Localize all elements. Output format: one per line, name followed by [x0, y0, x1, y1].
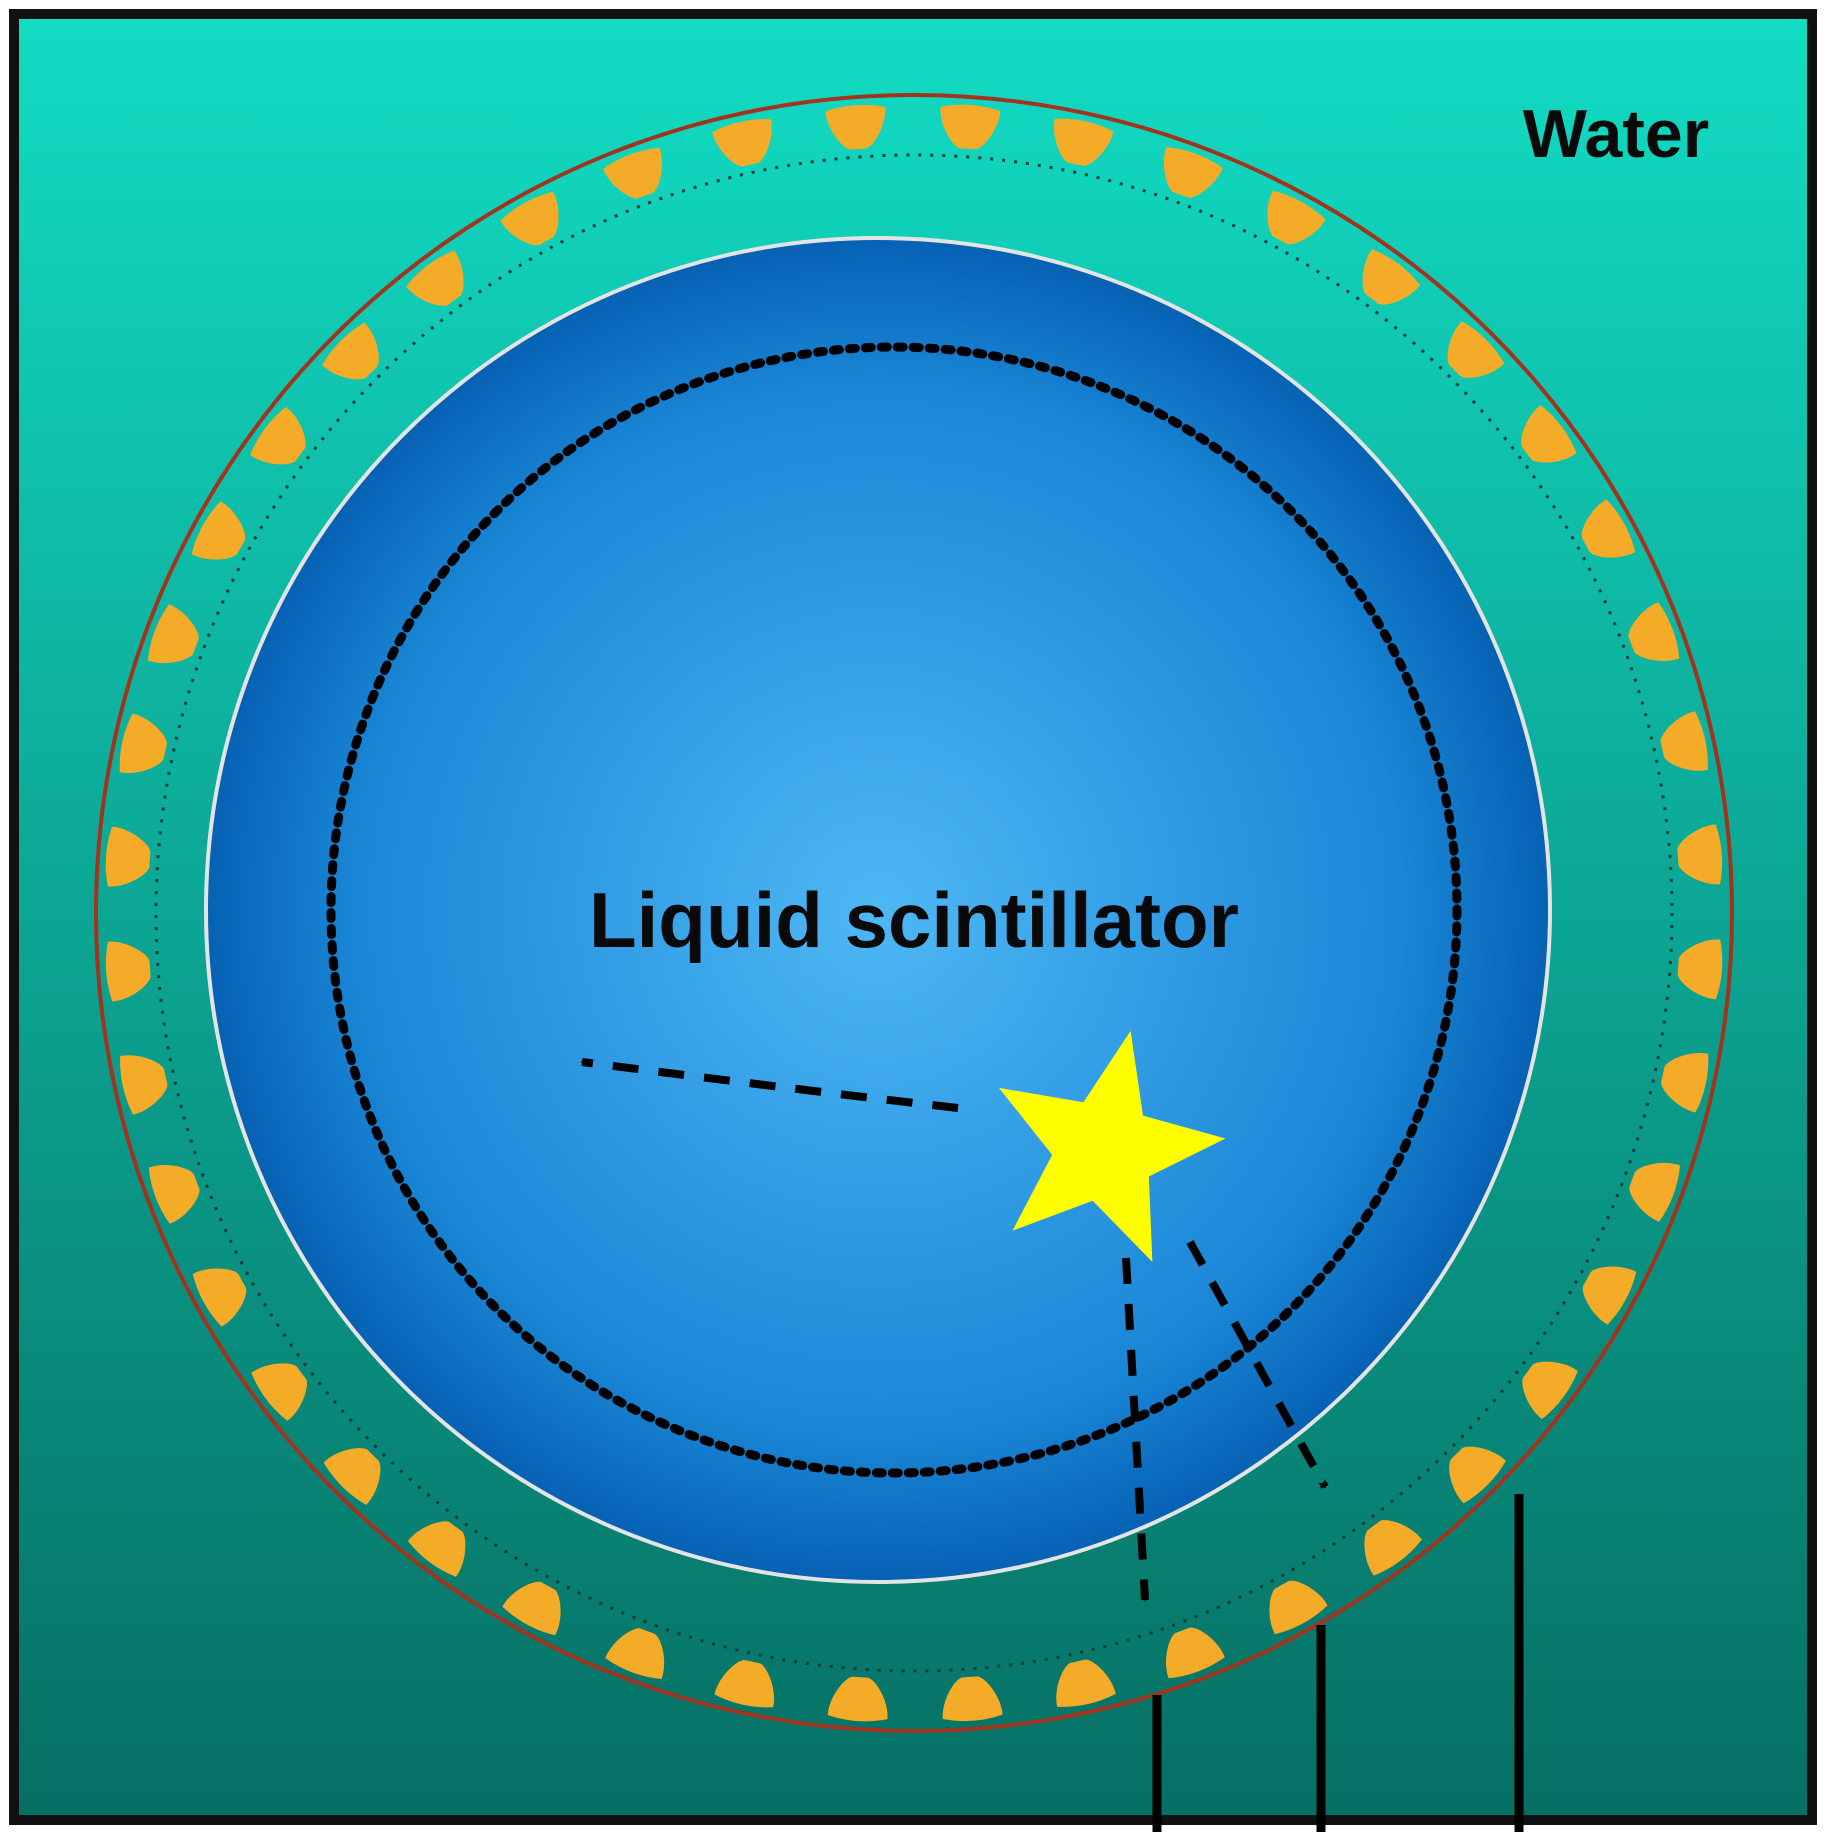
- pmt-icon: [322, 322, 379, 380]
- pmt-icon: [1267, 190, 1326, 245]
- pmt-icon: [1521, 405, 1577, 463]
- pmt-icon: [1582, 1266, 1637, 1325]
- outer-vessel-circle: [94, 93, 1734, 1733]
- pmt-icon: [1661, 1053, 1709, 1113]
- pmt-icon: [105, 826, 151, 887]
- pmt-icon: [1362, 249, 1421, 305]
- pmt-icon: [1056, 1659, 1116, 1707]
- pmt-array: [105, 104, 1723, 1722]
- pmt-icon: [714, 1660, 774, 1708]
- pmt-icon: [148, 1165, 200, 1224]
- pmt-icon: [323, 1448, 381, 1505]
- pmt-icon: [1677, 824, 1723, 885]
- pmt-icon: [250, 406, 306, 465]
- pmt-icon: [942, 1676, 1003, 1722]
- pmt-icon: [1269, 1580, 1328, 1635]
- pmt-icon: [407, 1521, 466, 1577]
- pmt-icon: [827, 1676, 888, 1722]
- photon-path-down: [1122, 1257, 1150, 1602]
- pmt-icon: [605, 1628, 665, 1680]
- pmt-icon: [1677, 939, 1723, 1000]
- pmt-icon: [1629, 1162, 1681, 1222]
- pmt-icon: [1449, 1446, 1506, 1504]
- pmt-icon: [1163, 146, 1223, 198]
- pmt-icon: [712, 119, 772, 167]
- pmt-surface-dotted-circle: [154, 153, 1674, 1673]
- pmt-icon: [1166, 1627, 1225, 1679]
- pmt-icon: [1581, 499, 1636, 558]
- pmt-icon: [603, 147, 662, 199]
- pmt-icon: [500, 191, 559, 246]
- pmt-icon: [1364, 1520, 1422, 1576]
- liquid-scintillator-sphere: [204, 236, 1552, 1584]
- pmt-icon: [940, 104, 1001, 150]
- water-label: Water: [1523, 96, 1709, 172]
- pmt-icon: [192, 1268, 247, 1327]
- pmt-icon: [105, 941, 151, 1002]
- pmt-icon: [1522, 1361, 1578, 1420]
- photon-path-diagonal: [1186, 1240, 1329, 1489]
- pmt-icon: [1054, 118, 1114, 166]
- pmt-icon: [191, 501, 246, 560]
- fiducial-volume-dotted-circle: [326, 342, 1462, 1478]
- liquid-scintillator-label: Liquid scintillator: [589, 876, 1239, 964]
- pmt-icon: [1628, 602, 1680, 661]
- pmt-icon: [502, 1581, 561, 1636]
- pmt-icon: [1447, 321, 1505, 378]
- pmt-icon: [120, 1055, 168, 1115]
- pmt-icon: [251, 1363, 307, 1421]
- pmt-icon: [406, 250, 464, 306]
- readout-cables: [1152, 1494, 1524, 1832]
- pmt-icon: [119, 713, 167, 773]
- pmt-icon: [825, 104, 886, 150]
- star-icon: [999, 1030, 1226, 1262]
- pmt-icon: [147, 604, 199, 664]
- photon-paths: [580, 1058, 1329, 1602]
- pmt-icon: [1660, 711, 1708, 771]
